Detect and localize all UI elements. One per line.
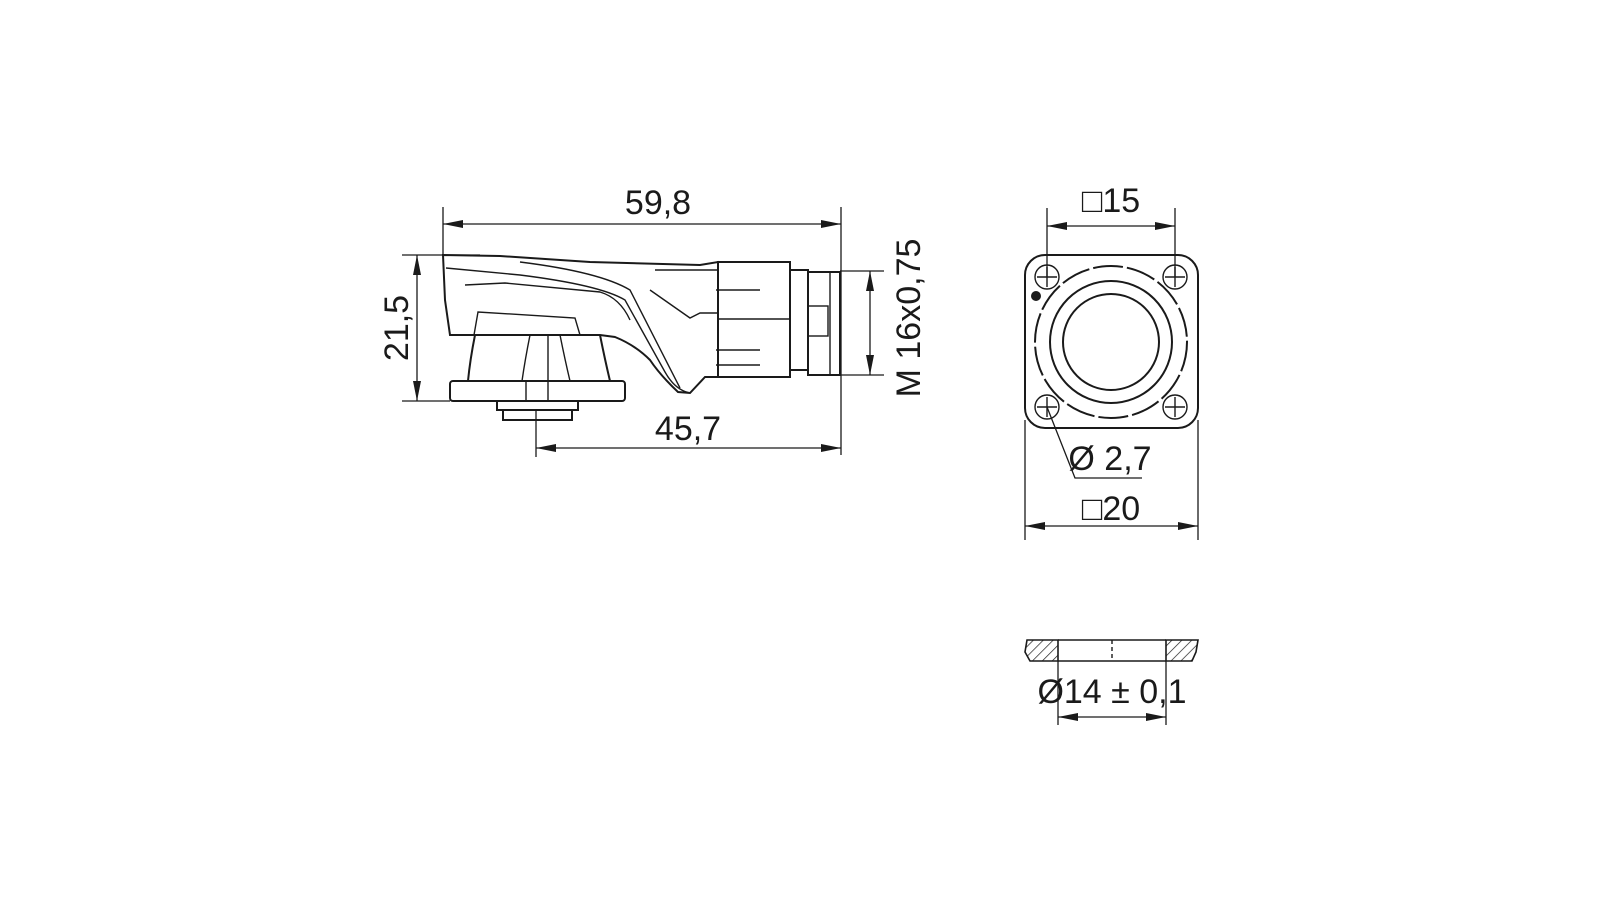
- dimension-label-total-length: 59,8: [625, 184, 691, 222]
- dimension-thread: M 16x0,75: [840, 239, 928, 398]
- dimension-label-flange-size: □20: [1082, 490, 1140, 528]
- panel-cutout-section: Ø14 ± 0,1: [1024, 639, 1199, 725]
- dimension-45-7: 45,7: [535, 410, 841, 457]
- dimension-label-hole-pitch: □15: [1082, 182, 1140, 220]
- dimension-label-thread: M 16x0,75: [890, 239, 928, 398]
- dimension-label-hole-diameter: Ø 2,7: [1068, 440, 1151, 478]
- dimension-59-8: 59,8: [442, 184, 842, 455]
- dimension-label-flange-length: 45,7: [655, 410, 721, 448]
- coding-mark-icon: [1031, 291, 1041, 301]
- dimension-hole-diameter: Ø 2,7: [1046, 406, 1152, 479]
- dimension-label-cutout-diameter: Ø14 ± 0,1: [1037, 673, 1186, 711]
- dimension-flange-size: □20: [1024, 420, 1199, 540]
- dimension-hole-pitch: □15: [1046, 182, 1176, 277]
- dimension-label-height: 21,5: [378, 295, 416, 361]
- connector-body: [441, 253, 841, 421]
- scalloped-nut: [1034, 265, 1188, 419]
- side-view: 59,8 21,5 M 16x0,75 45,7: [378, 184, 928, 457]
- flange-outline: [1024, 254, 1199, 429]
- front-view: □15 Ø 2,7 □20: [1024, 182, 1199, 540]
- dimension-21-5: 21,5: [378, 254, 480, 402]
